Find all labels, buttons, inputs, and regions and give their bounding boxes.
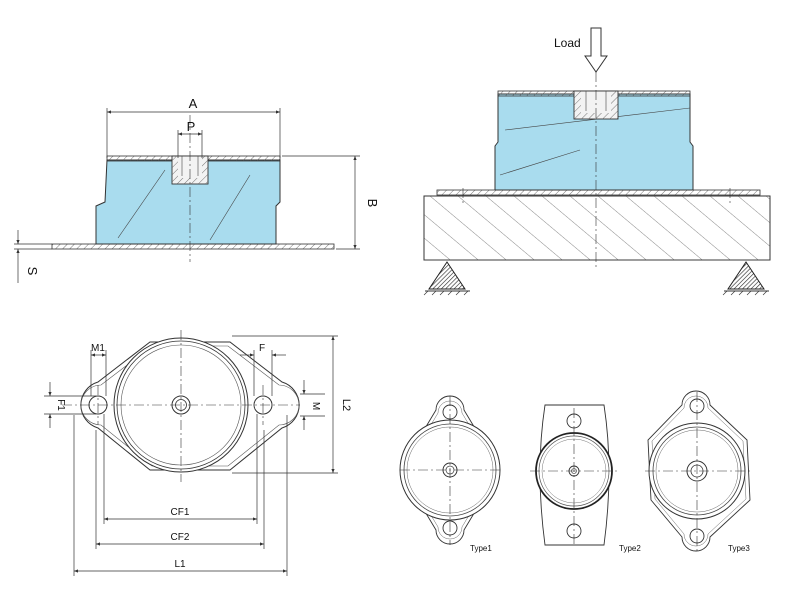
highlight-line	[117, 169, 166, 239]
support-right-icon	[722, 261, 769, 296]
dim-f1-label: F1	[55, 399, 66, 411]
dim-cf2-label: CF2	[171, 532, 190, 543]
flange-inner-outline	[80, 345, 300, 467]
dim-l1-label: L1	[174, 559, 186, 570]
side-view: A P B S	[14, 96, 380, 283]
base-plate-loaded	[436, 189, 761, 196]
dim-l2-label: L2	[340, 399, 352, 411]
plan-view: M1 F F1 M L2 CF1 CF2	[44, 330, 352, 576]
highlight-line	[209, 174, 251, 241]
load-label: Load	[554, 36, 581, 50]
support-left-icon	[423, 261, 470, 296]
dim-m1-label: M1	[91, 343, 105, 354]
load-view: Load	[423, 27, 771, 296]
support-beam	[423, 195, 771, 261]
type2-drawing	[530, 404, 618, 546]
dim-p-label: P	[187, 119, 196, 134]
type3-label: Type3	[728, 544, 750, 553]
highlight-line	[499, 149, 581, 176]
type1-label: Type1	[470, 544, 492, 553]
type3-drawing	[645, 390, 752, 552]
dim-f-label: F	[259, 343, 265, 354]
dim-cf1-label: CF1	[171, 507, 190, 518]
type1-drawing	[399, 395, 501, 545]
dim-b-label: B	[365, 199, 380, 208]
dim-m-label: M	[310, 402, 321, 410]
dim-a-label: A	[189, 96, 198, 111]
type2-label: Type2	[619, 544, 641, 553]
dim-s-label: S	[25, 267, 40, 276]
base-plate	[51, 243, 335, 250]
load-arrow-icon	[584, 27, 608, 73]
